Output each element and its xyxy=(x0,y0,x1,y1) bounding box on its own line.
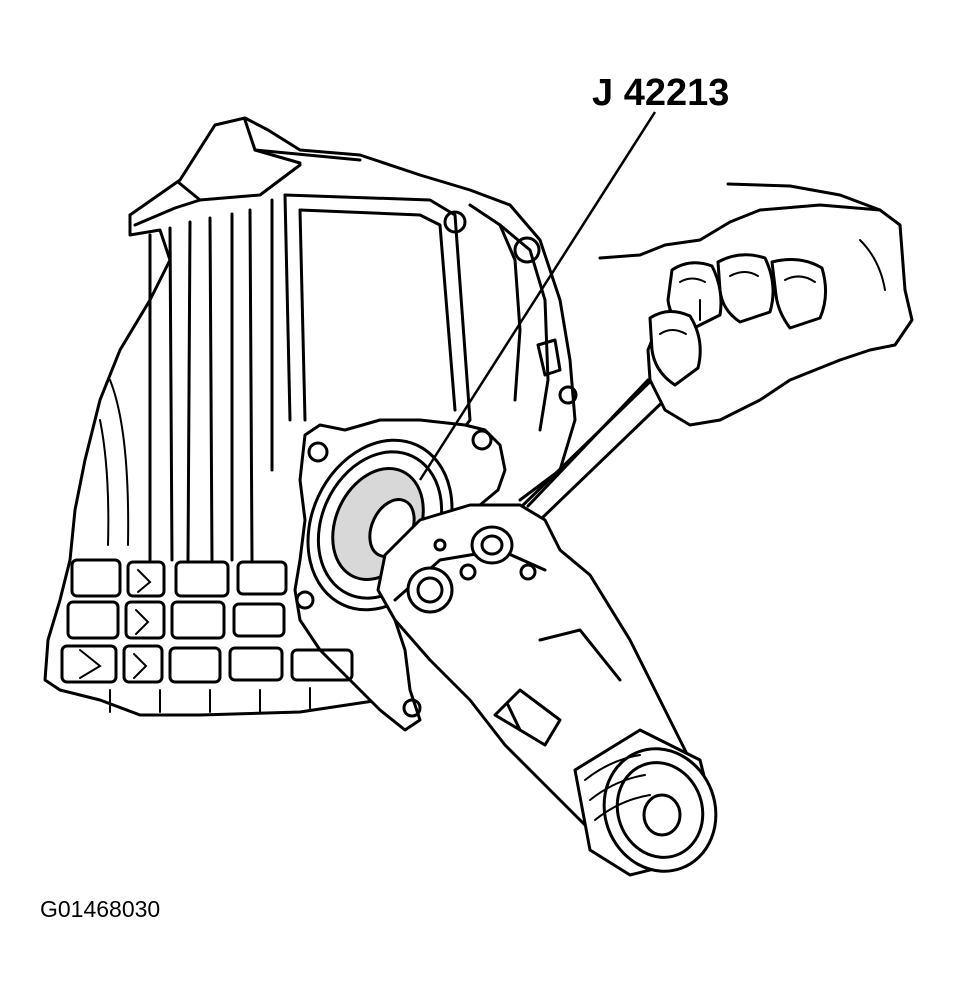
transmission-case xyxy=(45,118,576,730)
case-pocket-grid xyxy=(62,560,352,712)
tool-callout-label: J 42213 xyxy=(592,72,730,114)
seal-installer-tool xyxy=(378,372,733,887)
figure-id: G01468030 xyxy=(40,896,161,922)
leader-line xyxy=(420,112,655,480)
hand xyxy=(600,184,912,425)
